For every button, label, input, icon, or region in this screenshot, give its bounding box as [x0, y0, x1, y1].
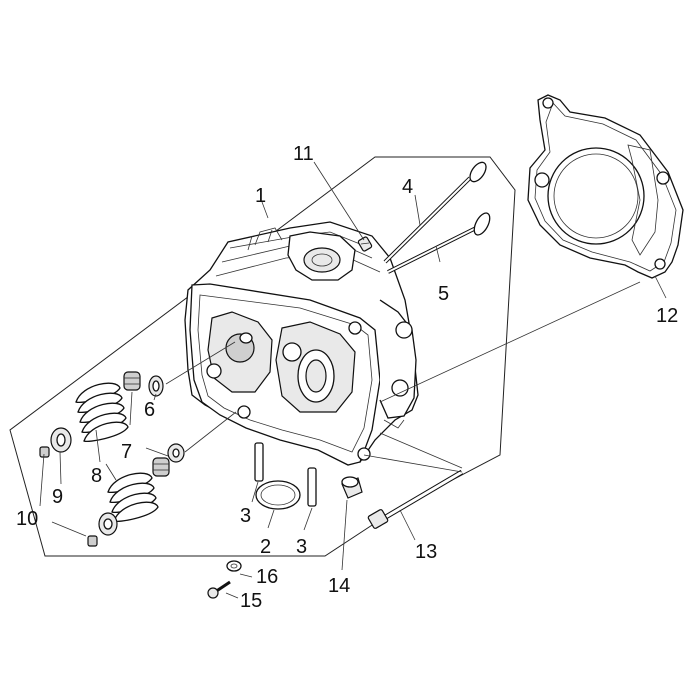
dowel-pin-left [254, 442, 264, 482]
valve-spring-lower [107, 472, 159, 523]
valve-cotter-lower [87, 535, 98, 547]
callout-1: 1 [255, 185, 266, 207]
callout-9: 9 [52, 486, 63, 508]
washer [226, 560, 242, 572]
callout-11: 11 [293, 143, 314, 165]
valve-stem-upper [123, 371, 141, 391]
callout-8: 8 [91, 465, 102, 487]
callout-6: 6 [144, 399, 155, 421]
sealing-plug [341, 476, 363, 499]
intake-valve [383, 161, 487, 264]
valve-cotter-upper [39, 446, 50, 458]
cylinder-head-gasket [527, 94, 684, 279]
spring-retainer-upper [50, 427, 72, 453]
callout-14: 14 [328, 575, 350, 597]
leader-lines [39, 161, 667, 599]
callout-15: 15 [240, 590, 262, 612]
alignment-lines [165, 281, 641, 473]
dowel-pin-right [307, 467, 317, 507]
valve-seal-upper [148, 375, 164, 397]
o-ring [255, 480, 301, 510]
callout-16: 16 [256, 566, 278, 588]
exhaust-valve [387, 212, 491, 274]
callout-5: 5 [438, 283, 449, 305]
plug-screw [357, 236, 373, 252]
callout-3-left: 3 [240, 505, 251, 527]
callout-4: 4 [402, 176, 413, 198]
spring-retainer-lower [98, 512, 118, 536]
callout-13: 13 [415, 541, 437, 563]
valve-spring-upper [75, 382, 129, 443]
callout-2: 2 [260, 536, 271, 558]
callout-7: 7 [121, 441, 132, 463]
cylinder-head [184, 221, 419, 466]
screw [207, 580, 231, 599]
callout-12: 12 [656, 305, 678, 327]
valve-seal-lower [167, 443, 185, 463]
callout-10: 10 [16, 508, 38, 530]
valve-stem-lower [152, 457, 170, 477]
callout-3-right: 3 [296, 536, 307, 558]
long-bolt [367, 469, 464, 529]
